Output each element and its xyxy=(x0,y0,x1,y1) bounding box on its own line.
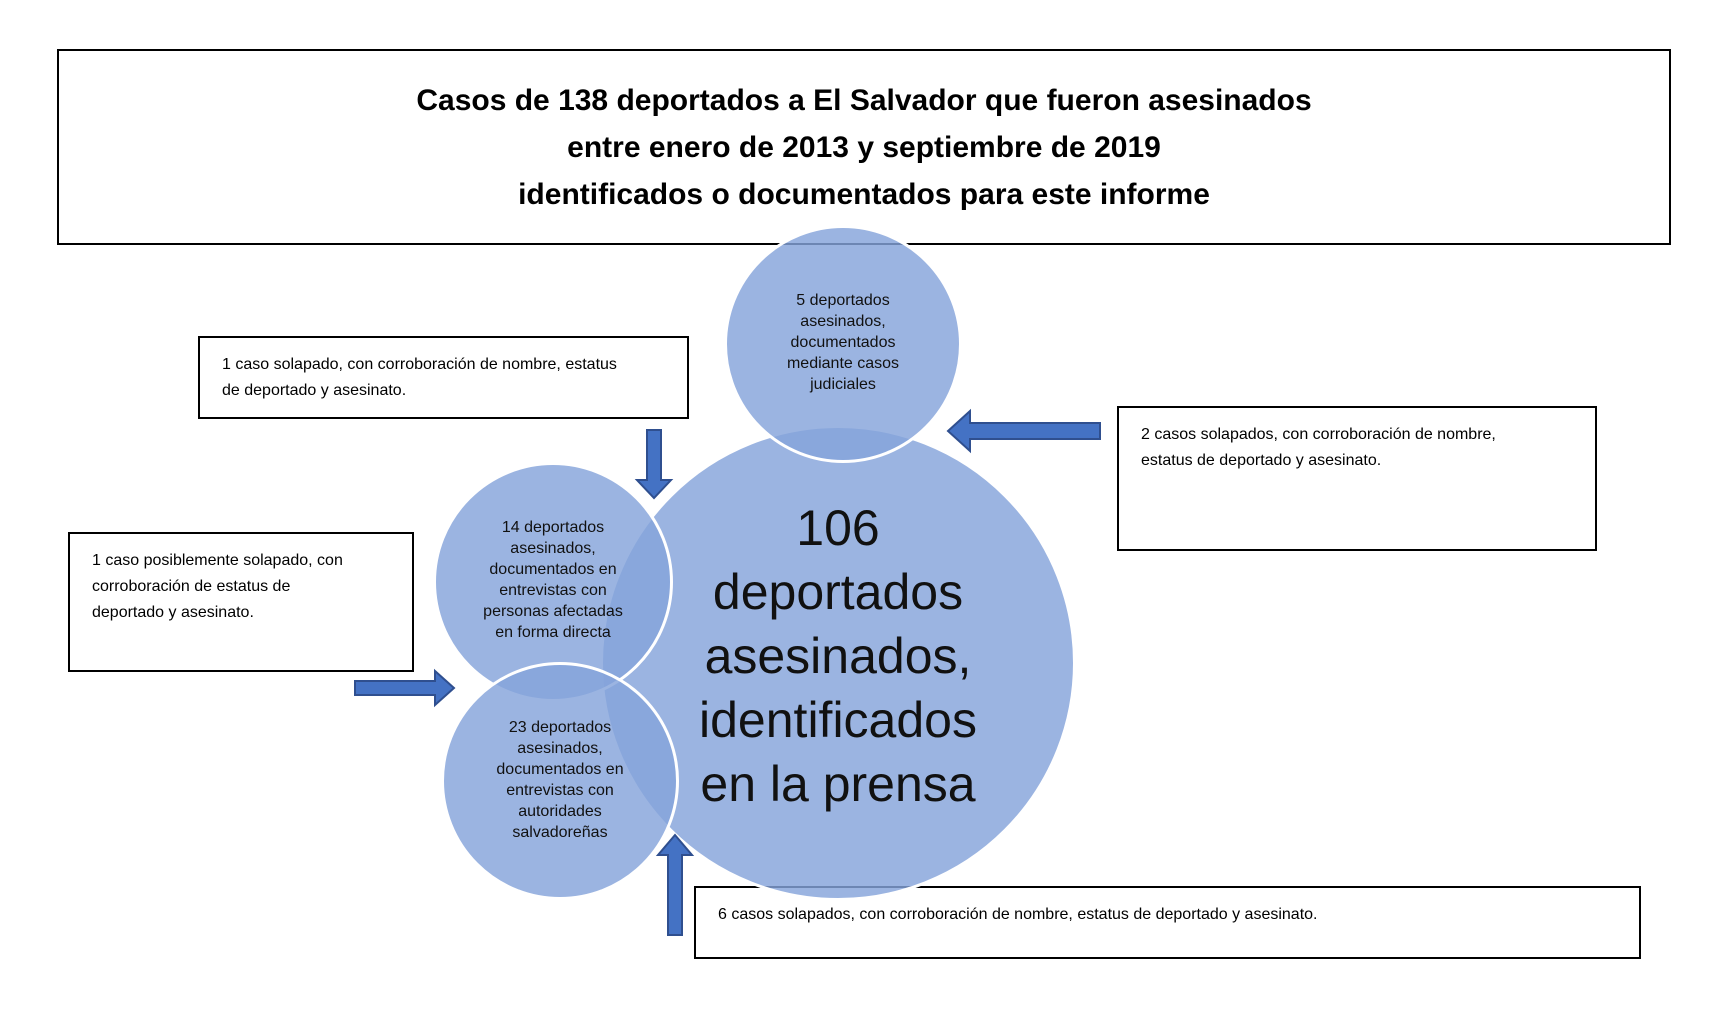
label-line: asesinados, xyxy=(517,740,603,757)
arrow-left-icon xyxy=(946,408,1101,454)
note-overlap-right: 2 casos solapados, con corroboración de … xyxy=(1117,406,1597,551)
note-line: de deportado y asesinato. xyxy=(222,382,407,399)
label-line: en la prensa xyxy=(700,756,976,812)
label-line: mediante casos xyxy=(786,355,900,372)
label-line: 14 deportados xyxy=(501,519,605,536)
label-line: documentados en xyxy=(496,761,624,778)
title-line-3: identificados o documentados para este i… xyxy=(518,177,1210,211)
arrow-right-icon xyxy=(354,668,456,708)
circle-press-label: 106 deportados asesinados, identificados… xyxy=(660,496,1016,816)
label-line: en forma directa xyxy=(495,624,611,641)
label-line: asesinados, xyxy=(510,540,596,557)
label-line: salvadoreñas xyxy=(512,824,608,841)
label-line: entrevistas con xyxy=(499,582,607,599)
title-box: Casos de 138 deportados a El Salvador qu… xyxy=(57,49,1671,245)
title-line-1: Casos de 138 deportados a El Salvador qu… xyxy=(416,83,1312,117)
label-line: identificados xyxy=(699,692,977,748)
circle-judicial xyxy=(724,225,962,463)
label-line: asesinados, xyxy=(704,628,972,684)
circle-judicial-label: 5 deportados asesinados, documentados me… xyxy=(756,290,930,395)
arrow-down-icon xyxy=(634,429,674,500)
note-line: corroboración de estatus de xyxy=(92,578,291,595)
note-line: 2 casos solapados, con corroboración de … xyxy=(1141,426,1496,443)
circle-direct-interviews-label: 14 deportados asesinados, documentados e… xyxy=(465,517,641,643)
label-line: entrevistas con xyxy=(506,782,614,799)
note-overlap-left: 1 caso posiblemente solapado, con corrob… xyxy=(68,532,414,672)
label-line: judiciales xyxy=(810,376,876,393)
note-overlap-top: 1 caso solapado, con corroboración de no… xyxy=(198,336,689,419)
note-line: deportado y asesinato. xyxy=(92,604,254,621)
label-line: asesinados, xyxy=(800,313,886,330)
label-line: 23 deportados xyxy=(508,719,612,736)
label-line: documentados en xyxy=(489,561,617,578)
note-line: 6 casos solapados, con corroboración de … xyxy=(718,906,1318,923)
label-line: deportados xyxy=(712,564,964,620)
circle-authority-interviews xyxy=(441,662,679,900)
diagram-title: Casos de 138 deportados a El Salvador qu… xyxy=(416,77,1311,218)
circle-press xyxy=(600,425,1076,901)
label-line: autoridades xyxy=(518,803,602,820)
circle-authority-interviews-label: 23 deportados asesinados, documentados e… xyxy=(475,717,645,843)
label-line: documentados xyxy=(790,334,896,351)
label-line: personas afectadas xyxy=(483,603,623,620)
note-line: estatus de deportado y asesinato. xyxy=(1141,452,1382,469)
title-line-2: entre enero de 2013 y septiembre de 2019 xyxy=(567,130,1161,164)
note-line: 1 caso posiblemente solapado, con xyxy=(92,552,343,569)
label-line: 5 deportados xyxy=(796,292,890,309)
label-line: 106 xyxy=(796,500,880,556)
note-line: 1 caso solapado, con corroboración de no… xyxy=(222,356,617,373)
arrow-up-icon xyxy=(655,833,695,936)
